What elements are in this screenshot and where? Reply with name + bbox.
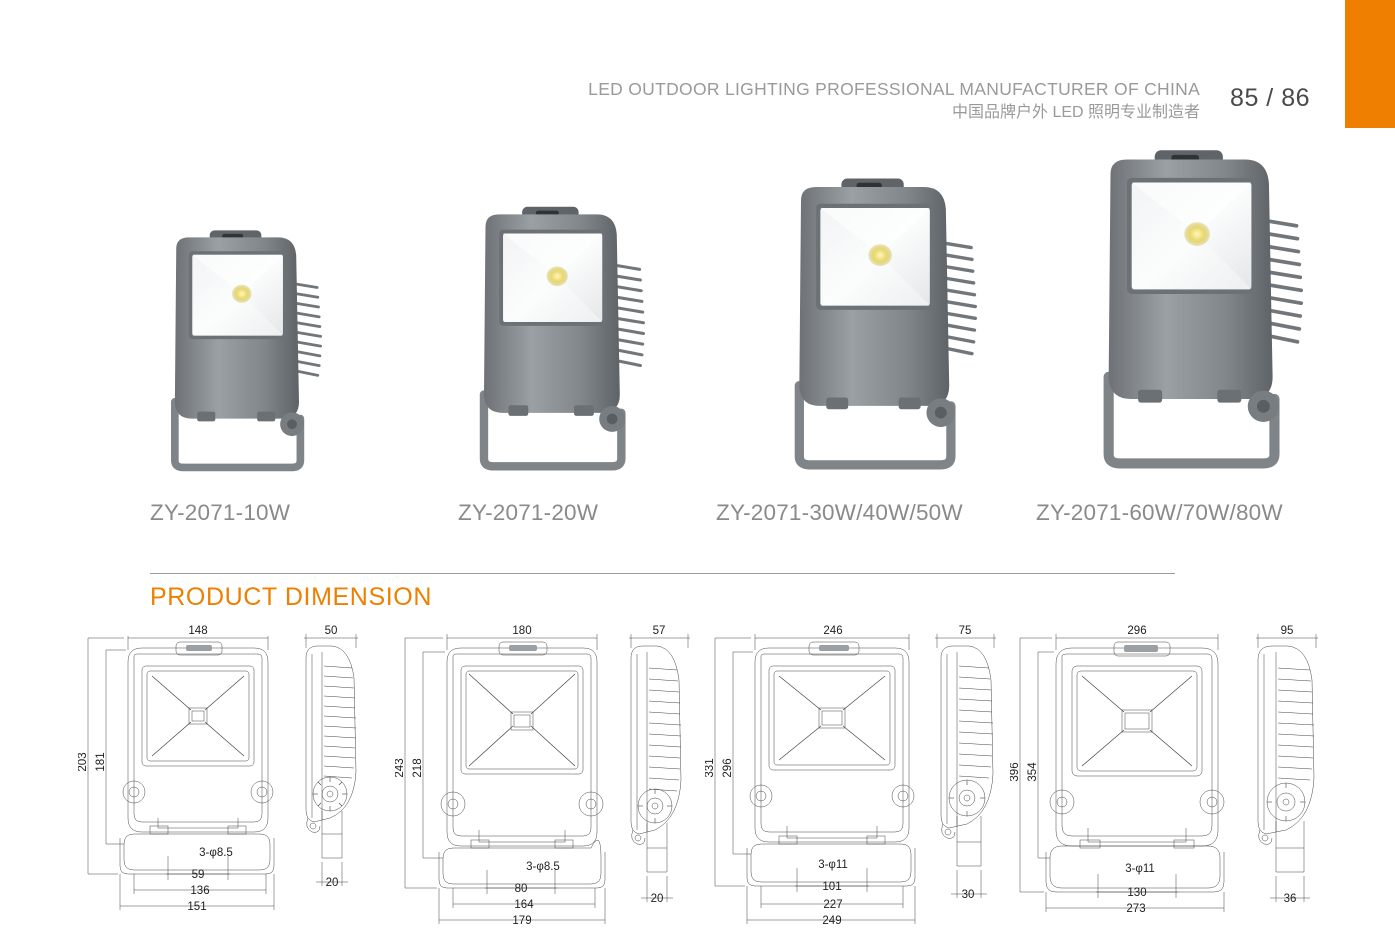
product-label-4: ZY-2071-60W/70W/80W xyxy=(1036,500,1283,525)
product-label-3: ZY-2071-30W/40W/50W xyxy=(716,500,963,525)
header-tagline-chinese: 中国品牌户外 LED 照明专业制造者 xyxy=(952,104,1201,121)
dim-1-hole-spacing: 59 xyxy=(192,869,205,881)
dim-3-hole-note: 3-φ11 xyxy=(818,859,848,871)
product-label-2: ZY-2071-20W xyxy=(458,500,599,525)
product-label-row: ZY-2071-10W ZY-2071-20W ZY-2071-30W/40W/… xyxy=(0,500,1340,540)
dimension-group-4: 296 396 354 3-φ11 130 273 xyxy=(1010,622,1340,937)
dim-3-width-top: 246 xyxy=(823,625,842,637)
dim-4-width-mid: 273 xyxy=(1126,903,1145,915)
dimension-drawing-row: 148 203 181 3-φ8.5 59 136 151 xyxy=(0,622,1395,942)
dimension-drawing-4: 296 396 354 3-φ11 130 273 xyxy=(1010,625,1318,915)
dim-4-side-depth: 95 xyxy=(1281,625,1294,637)
dim-4-hole-spacing: 130 xyxy=(1127,887,1146,899)
dim-1-width-bottom: 151 xyxy=(187,901,206,913)
dim-3-hole-spacing: 101 xyxy=(822,881,841,893)
header-text-block: LED OUTDOOR LIGHTING PROFESSIONAL MANUFA… xyxy=(588,78,1200,124)
dim-1-width-top: 148 xyxy=(188,625,207,637)
product-photo-1 xyxy=(155,215,330,485)
dim-1-side-stem: 20 xyxy=(326,877,339,889)
dim-4-height-inner: 354 xyxy=(1027,762,1039,782)
floodlight-image-1 xyxy=(171,230,322,472)
dim-2-height-outer: 243 xyxy=(395,758,406,777)
dim-3-side-depth: 75 xyxy=(959,625,972,637)
dim-2-hole-note: 3-φ8.5 xyxy=(526,861,560,873)
dim-3-height-outer: 331 xyxy=(705,758,716,777)
dim-3-width-mid: 227 xyxy=(823,899,842,911)
product-photo-4 xyxy=(1082,130,1314,485)
product-photo-3 xyxy=(775,160,987,485)
dim-3-width-bottom: 249 xyxy=(822,915,841,927)
dim-1-hole-note: 3-φ8.5 xyxy=(199,847,233,859)
page-header: LED OUTDOOR LIGHTING PROFESSIONAL MANUFA… xyxy=(0,78,1310,124)
dimension-group-3: 246 331 296 3-φ11 101 227 249 xyxy=(705,622,1005,937)
dim-2-width-bottom: 179 xyxy=(512,915,531,927)
floodlight-image-2 xyxy=(479,206,645,471)
dim-4-hole-note: 3-φ11 xyxy=(1125,863,1155,875)
dim-2-side-stem: 20 xyxy=(651,893,664,905)
dimension-drawing-1: 148 203 181 3-φ8.5 59 136 151 xyxy=(78,625,358,913)
product-photo-2 xyxy=(462,190,654,485)
section-title-product-dimension: PRODUCT DIMENSION xyxy=(150,583,432,611)
dim-3-height-inner: 296 xyxy=(722,758,734,777)
header-tagline-english: LED OUTDOOR LIGHTING PROFESSIONAL MANUFA… xyxy=(588,79,1201,99)
dim-2-width-top: 180 xyxy=(512,625,531,637)
dimension-group-1: 148 203 181 3-φ8.5 59 136 151 xyxy=(78,622,368,932)
dimension-drawing-3: 246 331 296 3-φ11 101 227 249 xyxy=(705,625,996,927)
dim-2-side-depth: 57 xyxy=(653,625,666,637)
product-label-1: ZY-2071-10W xyxy=(150,500,291,525)
dim-2-hole-spacing: 80 xyxy=(515,883,528,895)
section-divider xyxy=(150,573,1175,574)
product-photo-row xyxy=(0,150,1330,485)
dim-3-side-stem: 30 xyxy=(962,889,975,901)
corner-accent-block xyxy=(1345,0,1395,128)
dimension-group-2: 180 243 218 3-φ8.5 80 164 179 xyxy=(395,622,695,937)
dim-1-side-depth: 50 xyxy=(325,625,338,637)
dim-1-width-mid: 136 xyxy=(190,885,209,897)
dim-4-side-stem: 36 xyxy=(1284,893,1297,905)
floodlight-image-4 xyxy=(1103,150,1303,469)
dimension-drawing-2: 180 243 218 3-φ8.5 80 164 179 xyxy=(395,625,690,927)
dim-2-height-inner: 218 xyxy=(412,758,424,777)
floodlight-image-3 xyxy=(794,178,977,470)
dim-1-height-outer: 203 xyxy=(78,752,89,771)
dim-4-height-outer: 396 xyxy=(1010,762,1021,781)
dim-4-width-top: 296 xyxy=(1127,625,1146,637)
page-number: 85 / 86 xyxy=(1230,84,1310,112)
dim-2-width-mid: 164 xyxy=(514,899,534,911)
dim-1-height-inner: 181 xyxy=(95,752,107,771)
